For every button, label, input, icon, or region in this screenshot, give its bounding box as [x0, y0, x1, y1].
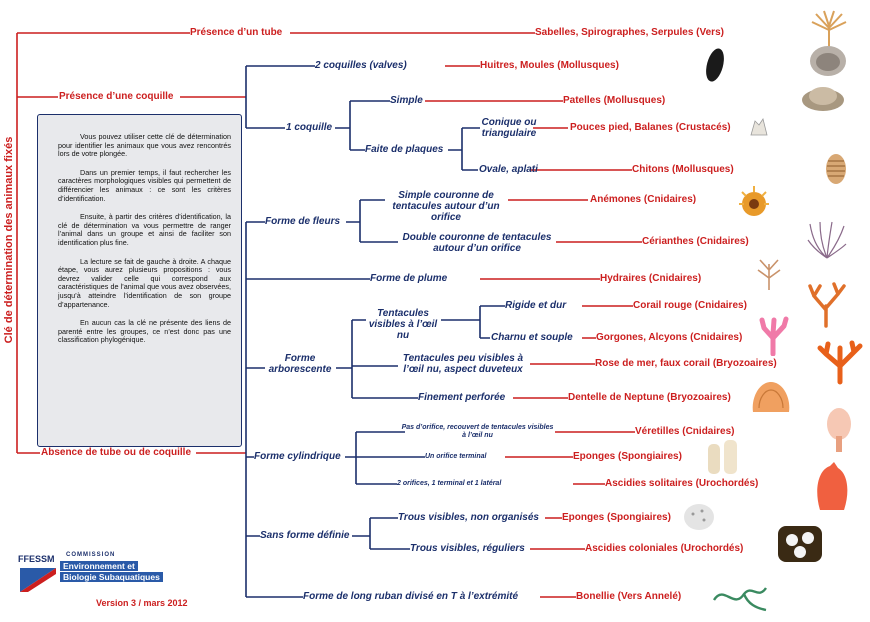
result-chitons: Chitons (Mollusques) [632, 164, 734, 175]
result-gorgonians: Gorgones, Alcyons (Cnidaires) [596, 332, 743, 343]
sponge-image [684, 504, 714, 530]
criterion-soft: Charnu et souple [491, 332, 573, 343]
gorgonian-image [759, 316, 789, 356]
result-limpets: Patelles (Mollusques) [563, 95, 666, 106]
criterion-shell: Présence d’une coquille [59, 91, 174, 102]
barnacle-image [750, 118, 768, 136]
colonial-ascidian-image [778, 526, 822, 562]
vertical-title: Clé de détermination des animaux fixés [3, 136, 15, 344]
red-coral-image [808, 282, 846, 328]
result-colonial-ascidians: Ascidies coloniales (Urochordés) [585, 543, 744, 554]
criterion-ribbon: Forme de long ruban divisé en T à l’extr… [303, 591, 519, 602]
result-hydraires: Hydraires (Cnidaires) [600, 273, 702, 284]
ffessm-emblem-icon [20, 568, 56, 592]
criterion-plates: Faite de plaques [365, 144, 444, 155]
limpet-image [802, 87, 844, 111]
criterion-no-tube-no-shell: Absence de tube ou de coquille [41, 447, 192, 458]
result-mussels: Huitres, Moules (Mollusques) [480, 60, 619, 71]
criterion-cylinder-shape: Forme cylindrique [254, 451, 341, 462]
result-red-coral: Corail rouge (Cnidaires) [633, 300, 747, 311]
result-solitary-ascidians: Ascidies solitaires (Urochordés) [605, 478, 759, 489]
result-cerianthes: Cérianthes (Cnidaires) [642, 236, 749, 247]
criterion-tree-shape: Forme arborescente [268, 353, 332, 375]
criterion-lace: Finement perforée [418, 392, 506, 403]
criterion-no-orifice: Pas d’orifice, recouvert de tentacules v… [401, 424, 554, 439]
result-tube-worms: Sabelles, Spirographes, Serpules (Vers) [535, 27, 724, 38]
criterion-fuzzy: Tentacules peu visibles à l’œil nu, aspe… [402, 353, 524, 375]
result-bonellie: Bonellie (Vers Annelé) [576, 591, 682, 602]
criterion-holes-regular: Trous visibles, réguliers [410, 543, 525, 554]
criterion-holes-random: Trous visibles, non organisés [398, 512, 539, 523]
info-panel: Vous pouvez utiliser cette clé de déterm… [37, 114, 242, 447]
criterion-tube: Présence d’un tube [190, 27, 283, 38]
hydroid-image [757, 259, 781, 290]
bonellia-image [712, 587, 767, 612]
result-neptune-lace: Dentelle de Neptune (Bryozoaires) [568, 392, 731, 403]
criterion-rigid: Rigide et dur [505, 300, 567, 311]
oyster-image [810, 46, 846, 76]
info-paragraph: Vous pouvez utiliser cette clé de déterm… [58, 132, 231, 159]
anemone-image [739, 186, 769, 216]
criterion-simple: Simple [390, 95, 423, 106]
criterion-shapeless: Sans forme définie [260, 530, 350, 541]
sponge-tube-image [708, 440, 737, 474]
solitary-ascidian-image [817, 462, 848, 510]
version-label: Version 3 / mars 2012 [96, 598, 188, 608]
mussel-image [706, 48, 724, 82]
info-paragraph: Ensuite, à partir des critères d’identif… [58, 212, 231, 247]
result-sponges-1: Eponges (Spongiaires) [573, 451, 682, 462]
criterion-oval: Ovale, aplati [479, 164, 538, 175]
result-veretilles: Véretilles (Cnidaires) [635, 426, 735, 437]
chiton-image [826, 154, 846, 184]
result-sea-rose: Rose de mer, faux corail (Bryozoaires) [595, 358, 777, 369]
criterion-plume-shape: Forme de plume [370, 273, 448, 284]
tube-worm-image [811, 10, 847, 54]
info-paragraph: En aucun cas la clé ne présente des lien… [58, 318, 231, 345]
sea-rose-image [817, 340, 863, 385]
info-paragraph: Dans un premier temps, il faut recherche… [58, 167, 231, 203]
info-paragraph: La lecture se fait de gauche à droite. A… [58, 256, 231, 309]
veretille-image [827, 408, 851, 452]
result-barnacles: Pouces pied, Balanes (Crustacés) [570, 122, 731, 133]
criterion-two-valves: 2 coquilles (valves) [315, 60, 407, 71]
criterion-single-crown: Simple couronne de tentacules autour d’u… [392, 190, 500, 223]
criterion-one-orifice: Un orifice terminal [425, 453, 487, 460]
result-sponges-2: Eponges (Spongiaires) [562, 512, 671, 523]
ffessm-logo: FFESSM COMMISSION Environnement et Biolo… [18, 552, 198, 612]
criterion-flower-shape: Forme de fleurs [265, 216, 341, 227]
criterion-conic: Conique ou triangulaire [481, 117, 537, 139]
cerianthus-image [807, 221, 847, 259]
result-anemones: Anémones (Cnidaires) [590, 194, 697, 205]
criterion-visible-tentacles: Tentacules visibles à l’œil nu [368, 308, 438, 341]
criterion-double-crown: Double couronne de tentacules autour d’u… [402, 232, 552, 254]
criterion-two-orifices: 2 orifices, 1 terminal et 1 latéral [397, 480, 502, 487]
neptune-lace-image [752, 382, 790, 412]
criterion-one-shell: 1 coquille [286, 122, 333, 133]
